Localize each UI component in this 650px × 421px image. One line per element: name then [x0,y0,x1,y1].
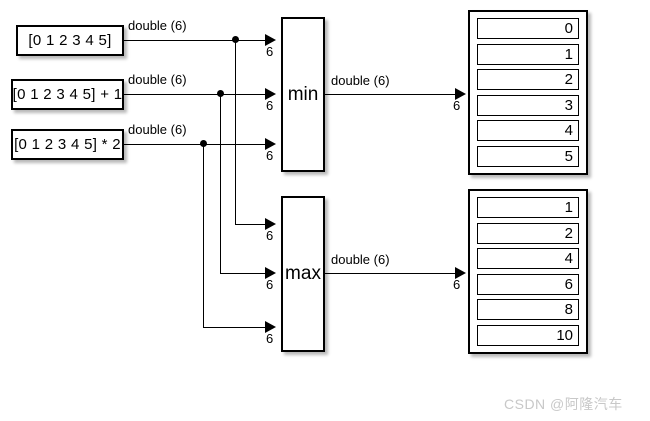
junction-source2 [217,90,224,97]
source-block-1-label: [0 1 2 3 4 5] [28,32,112,49]
display-cell: 3 [477,94,579,116]
arrowhead-min-in3 [265,138,276,150]
arrowhead-min-in2 [265,88,276,100]
wire-source1-to-min [124,40,265,41]
display-cell: 1 [477,197,579,218]
signal-label-source-3: double (6) [128,122,187,137]
port-width-max-in3: 6 [266,331,274,346]
display-cell: 6 [477,273,579,295]
watermark-text: CSDN @阿隆汽车 [504,396,623,412]
arrowhead-max-in2 [265,267,276,279]
wire-source1-branch-to-max [235,224,265,225]
wire-source2-to-min [124,94,265,95]
wire-source3-to-min [124,144,265,145]
wire-source2-branch-to-max [220,273,265,274]
source-block-2-label: [0 1 2 3 4 5] + 1 [12,86,123,103]
source-block-1[interactable]: [0 1 2 3 4 5] [16,25,124,56]
signal-label-min-output: double (6) [331,73,390,88]
display-cell: 1 [477,43,579,65]
signal-label-source-2: double (6) [128,72,187,87]
wire-max-to-display [325,273,455,274]
min-display-block[interactable]: 0 1 2 3 4 5 [468,10,588,175]
signal-label-source-1: double (6) [128,18,187,33]
arrowhead-min-in1 [265,34,276,46]
source-block-3[interactable]: [0 1 2 3 4 5] * 2 [11,129,124,160]
display-cell: 4 [477,248,579,270]
wire-source3-branch-to-max [203,327,265,328]
max-block[interactable]: max [281,196,325,352]
arrowhead-max-in3 [265,321,276,333]
min-block-label: min [287,83,319,105]
display-cell: 0 [477,18,579,39]
wire-source2-branch-vertical [220,94,221,273]
port-width-min-in3: 6 [266,148,274,163]
display-cell: 10 [477,324,579,346]
source-block-3-label: [0 1 2 3 4 5] * 2 [14,136,121,153]
port-width-max-in2: 6 [266,277,274,292]
wire-min-to-display [325,94,455,95]
port-width-max-display-in: 6 [453,277,461,292]
max-block-label: max [285,263,321,284]
wire-source1-branch-vertical [235,40,236,224]
arrowhead-min-display-in [455,88,466,100]
min-block[interactable]: min [281,17,325,172]
port-width-min-in1: 6 [266,44,274,59]
display-cell: 8 [477,299,579,321]
signal-label-max-output: double (6) [331,252,390,267]
port-width-max-in1: 6 [266,228,274,243]
source-block-2[interactable]: [0 1 2 3 4 5] + 1 [11,79,124,110]
junction-source3 [200,140,207,147]
display-cell: 5 [477,145,579,167]
port-width-min-in2: 6 [266,98,274,113]
display-cell: 4 [477,120,579,142]
junction-source1 [232,36,239,43]
port-width-min-display-in: 6 [453,98,461,113]
display-cell: 2 [477,222,579,244]
max-display-block[interactable]: 1 2 4 6 8 10 [468,189,588,354]
arrowhead-max-in1 [265,218,276,230]
display-cell: 2 [477,69,579,91]
arrowhead-max-display-in [455,267,466,279]
wire-source3-branch-vertical [203,144,204,327]
